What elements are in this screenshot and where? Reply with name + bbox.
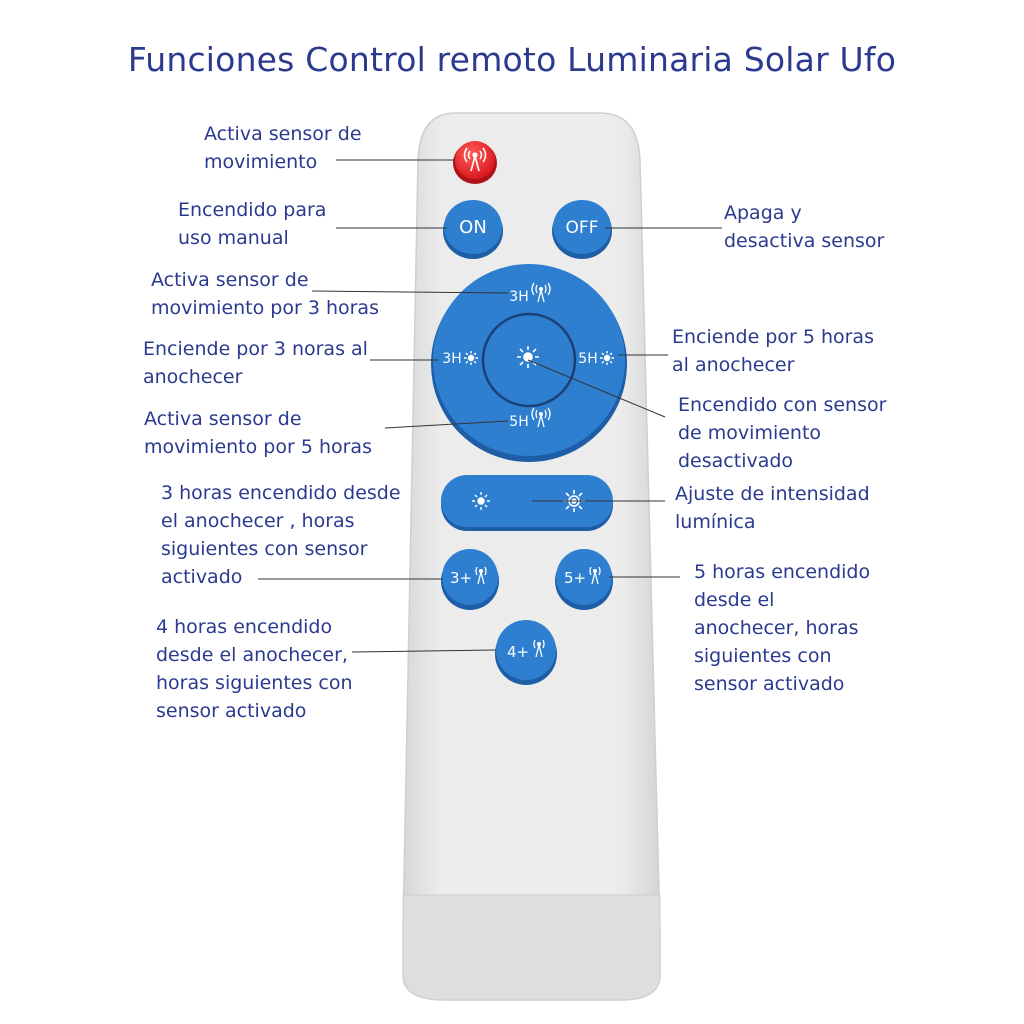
motion-sensor-button[interactable] (453, 141, 497, 184)
antenna-icon (589, 566, 601, 585)
brightness-bar[interactable] (441, 475, 613, 531)
antenna-icon (531, 407, 551, 428)
leader-line (351, 649, 497, 653)
center-light-button[interactable] (517, 346, 539, 368)
leader-lines (258, 159, 722, 653)
ring-top-3h-sensor-button[interactable]: 3H (509, 282, 551, 305)
leader-line (311, 290, 509, 294)
leader-line (384, 420, 509, 429)
label-brightness: Ajuste de intensidad lumínica (675, 483, 870, 533)
plus5-label: 5+ (564, 569, 586, 587)
label-motion-sensor: Activa sensor de movimiento (204, 123, 362, 173)
antenna-icon (531, 282, 551, 303)
sun-icon (517, 346, 539, 368)
off-button[interactable]: OFF (552, 200, 612, 259)
label-on-5h-dusk: Enciende por 5 horas al anochecer (672, 326, 874, 376)
label-motion-3h: Activa sensor de movimiento por 3 horas (151, 269, 379, 319)
brightness-down-icon[interactable] (472, 492, 490, 510)
remote-bottom-cap (402, 894, 661, 1001)
label-on-sensor-off: Encendido con sensor de movimiento desac… (678, 394, 887, 472)
sun-icon (600, 351, 614, 365)
ring-right-5h-dusk-button[interactable]: 5H (578, 351, 614, 367)
label-on-3h-dusk: Enciende por 3 noras al anochecer (143, 338, 368, 388)
label-on5-then-sensor: 5 horas encendido desde el anochecer, ho… (694, 561, 871, 695)
label-manual-on: Encendido para uso manual (178, 199, 327, 249)
leader-line (527, 359, 666, 418)
off-label: OFF (566, 218, 599, 238)
antenna-icon (463, 147, 487, 172)
antenna-icon (475, 566, 487, 585)
plus5-sensor-button[interactable]: 5+ (555, 549, 613, 610)
label-on3-then-sensor: 3 horas encendido desde el anochecer , h… (161, 482, 401, 588)
label-motion-5h: Activa sensor de movimiento por 5 horas (144, 408, 372, 458)
antenna-icon (533, 639, 545, 658)
plus3-sensor-button[interactable]: 3+ (441, 549, 499, 610)
ring-bottom-label: 5H (509, 414, 528, 430)
plus3-label: 3+ (450, 569, 472, 587)
plus4-label: 4+ (507, 643, 529, 661)
sun-icon (464, 351, 478, 365)
on-label: ON (459, 217, 487, 238)
ring-left-label: 3H (442, 351, 461, 367)
on-button[interactable]: ON (443, 200, 503, 259)
remote-body (402, 112, 661, 1001)
ring-left-3h-dusk-button[interactable]: 3H (442, 351, 478, 367)
plus4-sensor-button[interactable]: 4+ (495, 620, 557, 685)
ring-right-label: 5H (578, 351, 597, 367)
label-off-sensor: Apaga y desactiva sensor (724, 202, 885, 252)
page-title: Funciones Control remoto Luminaria Solar… (127, 40, 897, 79)
ring-top-label: 3H (509, 289, 528, 305)
label-on4-then-sensor: 4 horas encendido desde el anochecer, ho… (156, 616, 353, 722)
ring-bottom-5h-sensor-button[interactable]: 5H (509, 407, 551, 430)
